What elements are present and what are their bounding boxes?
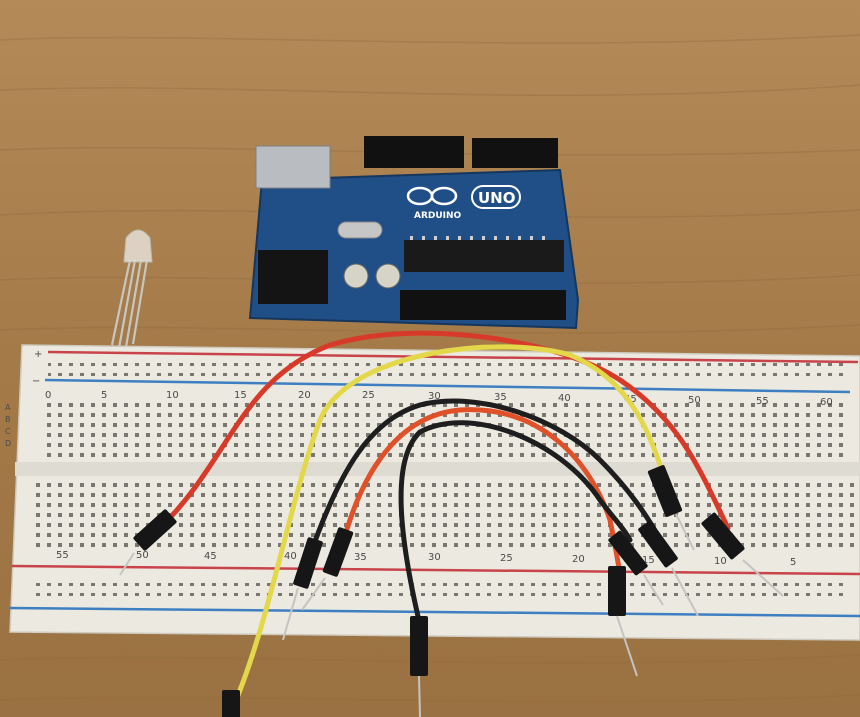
usb-port bbox=[255, 145, 331, 189]
bottom-label-50: 50 bbox=[136, 550, 149, 561]
top-rail-holes bbox=[48, 357, 848, 377]
wire-orange bbox=[337, 407, 623, 578]
col-label-20: 20 bbox=[298, 390, 311, 401]
col-label-50: 50 bbox=[688, 395, 701, 406]
bottom-label-5: 5 bbox=[790, 557, 796, 568]
bottom-label-25: 25 bbox=[500, 553, 513, 564]
arduino-logo bbox=[406, 186, 458, 206]
jumper-wires bbox=[157, 330, 731, 708]
col-label-15: 15 bbox=[234, 390, 247, 401]
connector-black-1 bbox=[293, 537, 323, 589]
col-label-40: 40 bbox=[558, 393, 571, 404]
header-top-right bbox=[472, 138, 558, 168]
uno-badge: UNO bbox=[471, 185, 521, 209]
col-label-30: 30 bbox=[428, 391, 441, 402]
wire-red-long bbox=[157, 330, 731, 531]
wire-black-1 bbox=[307, 398, 663, 558]
bottom-rail-holes bbox=[30, 578, 850, 598]
row-letter-c: C bbox=[5, 427, 11, 436]
connector-yellow-right bbox=[647, 465, 683, 517]
connector-red-right bbox=[701, 512, 745, 560]
header-bottom bbox=[400, 290, 566, 320]
connector-red-left bbox=[133, 509, 177, 551]
row-letters: A B C D bbox=[5, 403, 11, 448]
row-letter-d: D bbox=[5, 439, 11, 448]
center-channel bbox=[15, 462, 860, 476]
connector-black-right-2 bbox=[638, 520, 678, 568]
connector-black-bottom bbox=[410, 616, 428, 676]
rail-line-blue-top bbox=[44, 378, 851, 394]
connector-black-right-1 bbox=[608, 530, 648, 576]
row-letter-a: A bbox=[5, 403, 11, 412]
col-label-5: 5 bbox=[101, 390, 107, 401]
col-label-10: 10 bbox=[166, 390, 179, 401]
col-label-25: 25 bbox=[362, 390, 375, 401]
header-top-left bbox=[364, 136, 464, 168]
power-jack bbox=[258, 250, 328, 304]
wire-pins bbox=[119, 513, 784, 717]
main-holes-top bbox=[40, 400, 850, 460]
bottom-label-40: 40 bbox=[284, 551, 297, 562]
rail-line-blue-bottom bbox=[9, 606, 860, 618]
atmega-chip bbox=[404, 240, 564, 272]
crystal bbox=[337, 221, 383, 239]
bottom-label-10: 10 bbox=[714, 556, 727, 567]
connector-orange-right bbox=[608, 566, 626, 616]
arduino-uno-board: ARDUINO UNO bbox=[248, 136, 580, 330]
bottom-label-45: 45 bbox=[204, 551, 217, 562]
chip-pins bbox=[410, 236, 545, 240]
led-bulb bbox=[123, 229, 153, 263]
arduino-model-text: UNO bbox=[478, 189, 516, 207]
row-letter-b: B bbox=[5, 415, 11, 424]
col-label-55: 55 bbox=[756, 396, 769, 407]
capacitor-1 bbox=[343, 263, 369, 289]
rail-minus-symbol: − bbox=[32, 376, 40, 387]
bottom-label-15: 15 bbox=[642, 555, 655, 566]
rgb-led bbox=[110, 229, 153, 349]
col-label-35: 35 bbox=[494, 392, 507, 403]
col-label-0: 0 bbox=[45, 390, 51, 401]
breadboard: 0 5 10 15 20 25 30 35 40 45 50 55 60 55 … bbox=[5, 344, 860, 641]
arduino-brand-text: ARDUINO bbox=[414, 211, 462, 221]
rail-line-red-bottom bbox=[11, 564, 860, 576]
capacitor-2 bbox=[375, 263, 401, 289]
bottom-label-55: 55 bbox=[56, 550, 69, 561]
connector-orange-left bbox=[322, 527, 354, 577]
rail-plus-symbol: + bbox=[34, 349, 42, 360]
wire-connectors bbox=[133, 465, 745, 717]
bottom-label-35: 35 bbox=[354, 552, 367, 563]
bottom-label-30: 30 bbox=[428, 552, 441, 563]
bottom-label-20: 20 bbox=[572, 554, 585, 565]
connector-yellow-bottom bbox=[222, 690, 240, 717]
led-legs bbox=[110, 259, 149, 349]
wire-yellow bbox=[231, 344, 671, 708]
col-label-60: 60 bbox=[820, 397, 833, 408]
wire-black-2 bbox=[398, 420, 633, 628]
bottom-column-numbers: 55 50 45 40 35 30 25 20 15 10 5 bbox=[56, 550, 796, 568]
